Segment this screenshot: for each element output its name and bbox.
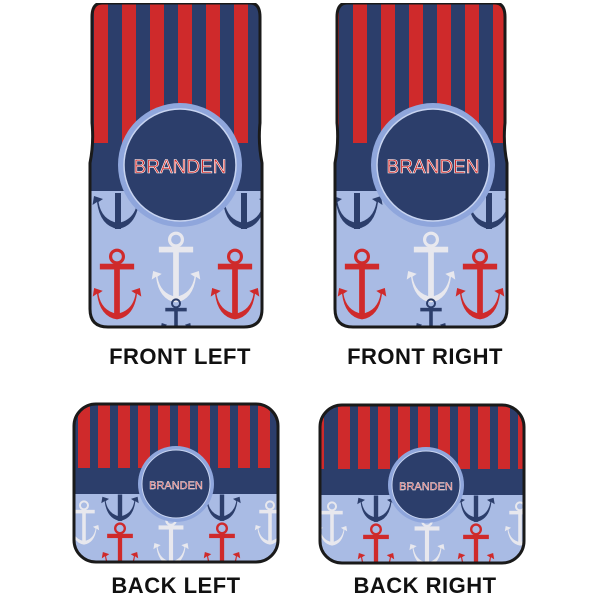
back-right-label: BACK RIGHT bbox=[353, 573, 497, 598]
front-right-mat[interactable]: BRANDEN bbox=[333, 1, 509, 331]
svg-text:BRANDEN: BRANDEN bbox=[149, 480, 203, 492]
back-left-mat[interactable]: BRANDEN bbox=[72, 402, 280, 566]
svg-text:BRANDEN: BRANDEN bbox=[134, 157, 227, 178]
front-left-mat[interactable]: BRANDEN bbox=[88, 1, 264, 331]
mat-graphic: BRANDEN bbox=[72, 402, 280, 564]
front-left-label: FRONT LEFT bbox=[109, 344, 251, 369]
back-left-label: BACK LEFT bbox=[111, 573, 241, 598]
svg-text:BRANDEN: BRANDEN bbox=[387, 157, 480, 178]
front-right-label: FRONT RIGHT bbox=[347, 344, 503, 369]
mat-graphic: BRANDEN bbox=[88, 1, 264, 329]
back-right-mat[interactable]: BRANDEN bbox=[318, 403, 526, 567]
mat-graphic: BRANDEN bbox=[333, 1, 509, 329]
mat-graphic: BRANDEN bbox=[318, 403, 526, 565]
svg-text:BRANDEN: BRANDEN bbox=[399, 481, 453, 493]
